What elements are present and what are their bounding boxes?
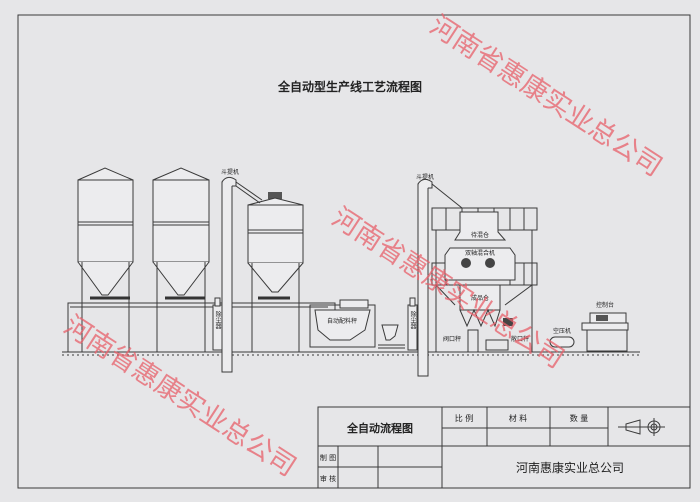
valve-scale: 阀口秤 [443,329,479,353]
air-compressor: 空压机 [549,327,575,348]
twin-shaft-mixer: 双轴混合机 [444,247,516,281]
waiting-bin: 待混仓 [454,211,507,241]
bucket-elevator-2-label: 斗提机 [416,173,434,181]
dust-collector-1: 除尘器 [212,297,223,351]
dust-collector-2: 除尘器 [407,297,418,351]
drawn-by-label: 制 图 [320,453,336,462]
quantity-header: 数 量 [570,413,589,423]
twin-shaft-mixer-label: 双轴混合机 [465,249,495,257]
material-header: 材 料 [509,413,528,423]
bucket-elevator-1: 斗提机 [221,168,263,373]
silo-2 [152,167,210,352]
watermark: 河南省惠康实业总公司 [424,10,667,183]
conveyor-pipe [67,302,405,352]
small-hopper [381,324,399,341]
drawing-title: 全自动型生产线工艺流程图 [277,79,422,94]
valve-scale-label: 阀口秤 [443,335,461,343]
air-compressor-label: 空压机 [553,327,571,335]
control-desk-label: 控制台 [596,301,614,309]
finished-bin: 成品仓 [459,284,501,328]
bucket-elevator-1-label: 斗提机 [221,168,239,176]
waiting-bin-label: 待混仓 [471,231,489,239]
projection-symbol-icon [618,418,665,436]
open-scale: 敞口秤 [485,318,529,351]
open-scale-label: 敞口秤 [511,335,529,343]
dust-collector-1-label: 除尘器 [214,310,221,330]
bucket-elevator-2: 斗提机 [416,173,463,377]
dust-collector-2-label: 除尘器 [409,310,416,330]
watermark: 河南省惠康实业总公司 [326,202,569,375]
watermark: 河南省惠康实业总公司 [58,310,301,483]
finished-bin-label: 成品仓 [471,294,489,302]
ground-line [62,351,640,356]
scale-header: 比 例 [455,413,474,423]
title-block: 全自动流程图 比 例 材 料 数 量 制 图 审 核 河南惠康实业总公司 [317,406,691,489]
control-desk: 控制台 [581,301,629,352]
batching-scale: 自动配料秤 [309,299,376,348]
company-name: 河南惠康实业总公司 [516,460,624,475]
drawing-name: 全自动流程图 [346,421,413,435]
checked-by-label: 审 核 [320,474,336,483]
batching-scale-label: 自动配料秤 [327,317,357,325]
silo-3 [247,192,304,352]
